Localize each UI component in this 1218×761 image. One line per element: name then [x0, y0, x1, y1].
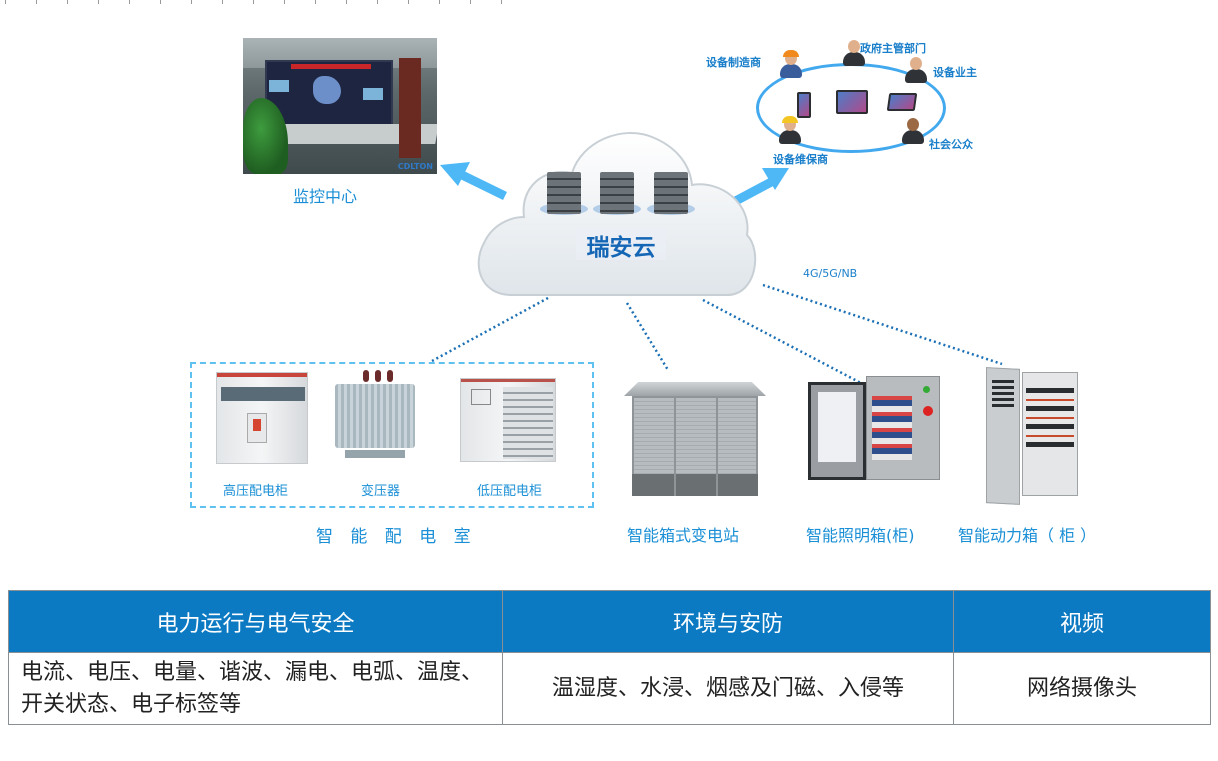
map-display: [313, 76, 341, 104]
ruler-tick: [470, 0, 471, 4]
connections-layer: [431, 162, 1003, 394]
link-power-box: [762, 283, 1003, 366]
owner-person-icon: [905, 57, 927, 83]
side-screen: [269, 80, 289, 92]
table-header-row: 电力运行与电气安全 环境与安防 视频: [8, 590, 1211, 653]
ruler-tick: [67, 0, 68, 4]
stakeholder-label: 政府主管部门: [860, 42, 926, 55]
ruler-tick: [439, 0, 440, 4]
transformer-image: [335, 370, 415, 466]
manufacturer-person-icon: [780, 50, 802, 78]
server-icon: [600, 172, 634, 214]
table-row: 电流、电压、电量、谐波、漏电、电弧、温度、开关状态、电子标签等 温湿度、水浸、烟…: [8, 652, 1211, 725]
ruler-tick: [408, 0, 409, 4]
link-box-substation: [625, 302, 670, 371]
equipment-label: 高压配电柜: [223, 484, 289, 499]
ruler-tick: [377, 0, 378, 4]
ruler-tick: [160, 0, 161, 4]
pillar: [399, 58, 421, 158]
server-icon: [547, 172, 581, 214]
cell-power-safety: 电流、电压、电量、谐波、漏电、电弧、温度、开关状态、电子标签等: [8, 652, 503, 725]
public-person-icon: [902, 118, 924, 144]
stakeholder-label: 设备制造商: [706, 56, 761, 69]
maintainer-person-icon: [779, 116, 801, 144]
stakeholder-label: 社会公众: [929, 138, 973, 151]
device-label: 智能箱式变电站: [627, 526, 740, 545]
header-environment-security: 环境与安防: [502, 590, 954, 653]
stakeholder-label: 设备业主: [933, 66, 977, 79]
distribution-room-label: 智 能 配 电 室: [316, 527, 477, 547]
equipment-label: 低压配电柜: [477, 484, 543, 499]
header-power-safety: 电力运行与电气安全: [8, 590, 503, 653]
link-distribution-room: [431, 296, 549, 363]
device-label: 智能照明箱(柜): [806, 526, 915, 545]
government-person-icon: [843, 40, 865, 66]
ruler-tick: [5, 0, 6, 4]
arrow-to-stakeholders-icon: [727, 168, 789, 208]
equipment-label: 变压器: [361, 484, 401, 499]
ruler-tick: [315, 0, 316, 4]
network-label: 4G/5G/NB: [803, 267, 858, 280]
ruler-tick: [36, 0, 37, 4]
ruler-tick: [191, 0, 192, 4]
ruler-tick: [222, 0, 223, 4]
ruler-tick: [501, 0, 502, 4]
ruler-tick: [129, 0, 130, 4]
server-icon: [654, 172, 688, 214]
ruler-tick: [284, 0, 285, 4]
box-substation-image: [624, 382, 766, 502]
cell-environment-security: 温湿度、水浸、烟感及门磁、入侵等: [502, 652, 954, 725]
power-box-image: [986, 367, 1078, 505]
smartphone-icon: [797, 92, 811, 118]
cell-video: 网络摄像头: [953, 652, 1211, 725]
tablet-icon: [836, 90, 868, 114]
header-video: 视频: [953, 590, 1211, 653]
photo-logo: CDLTON: [397, 162, 433, 171]
video-wall-title: [291, 64, 371, 69]
device-label: 智能动力箱（ 柜 ）: [958, 526, 1097, 545]
arrow-to-monitor-icon: [440, 162, 507, 201]
side-screen: [363, 88, 383, 100]
ruler-tick: [98, 0, 99, 4]
ruler-tick: [346, 0, 347, 4]
stakeholder-label: 设备维保商: [773, 153, 828, 166]
high-voltage-cabinet-image: [216, 372, 308, 464]
ruler-tick: [253, 0, 254, 4]
cloud-title: 瑞安云: [576, 228, 666, 261]
lighting-box-image: [808, 376, 940, 484]
distribution-room-box: [190, 362, 594, 508]
monitor-center-photo: CDLTON: [243, 38, 437, 174]
laptop-icon: [886, 93, 918, 111]
feature-table: 电力运行与电气安全 环境与安防 视频 电流、电压、电量、谐波、漏电、电弧、温度、…: [8, 590, 1211, 725]
monitor-center-label: 监控中心: [293, 187, 358, 206]
low-voltage-cabinet-image: [460, 378, 556, 462]
